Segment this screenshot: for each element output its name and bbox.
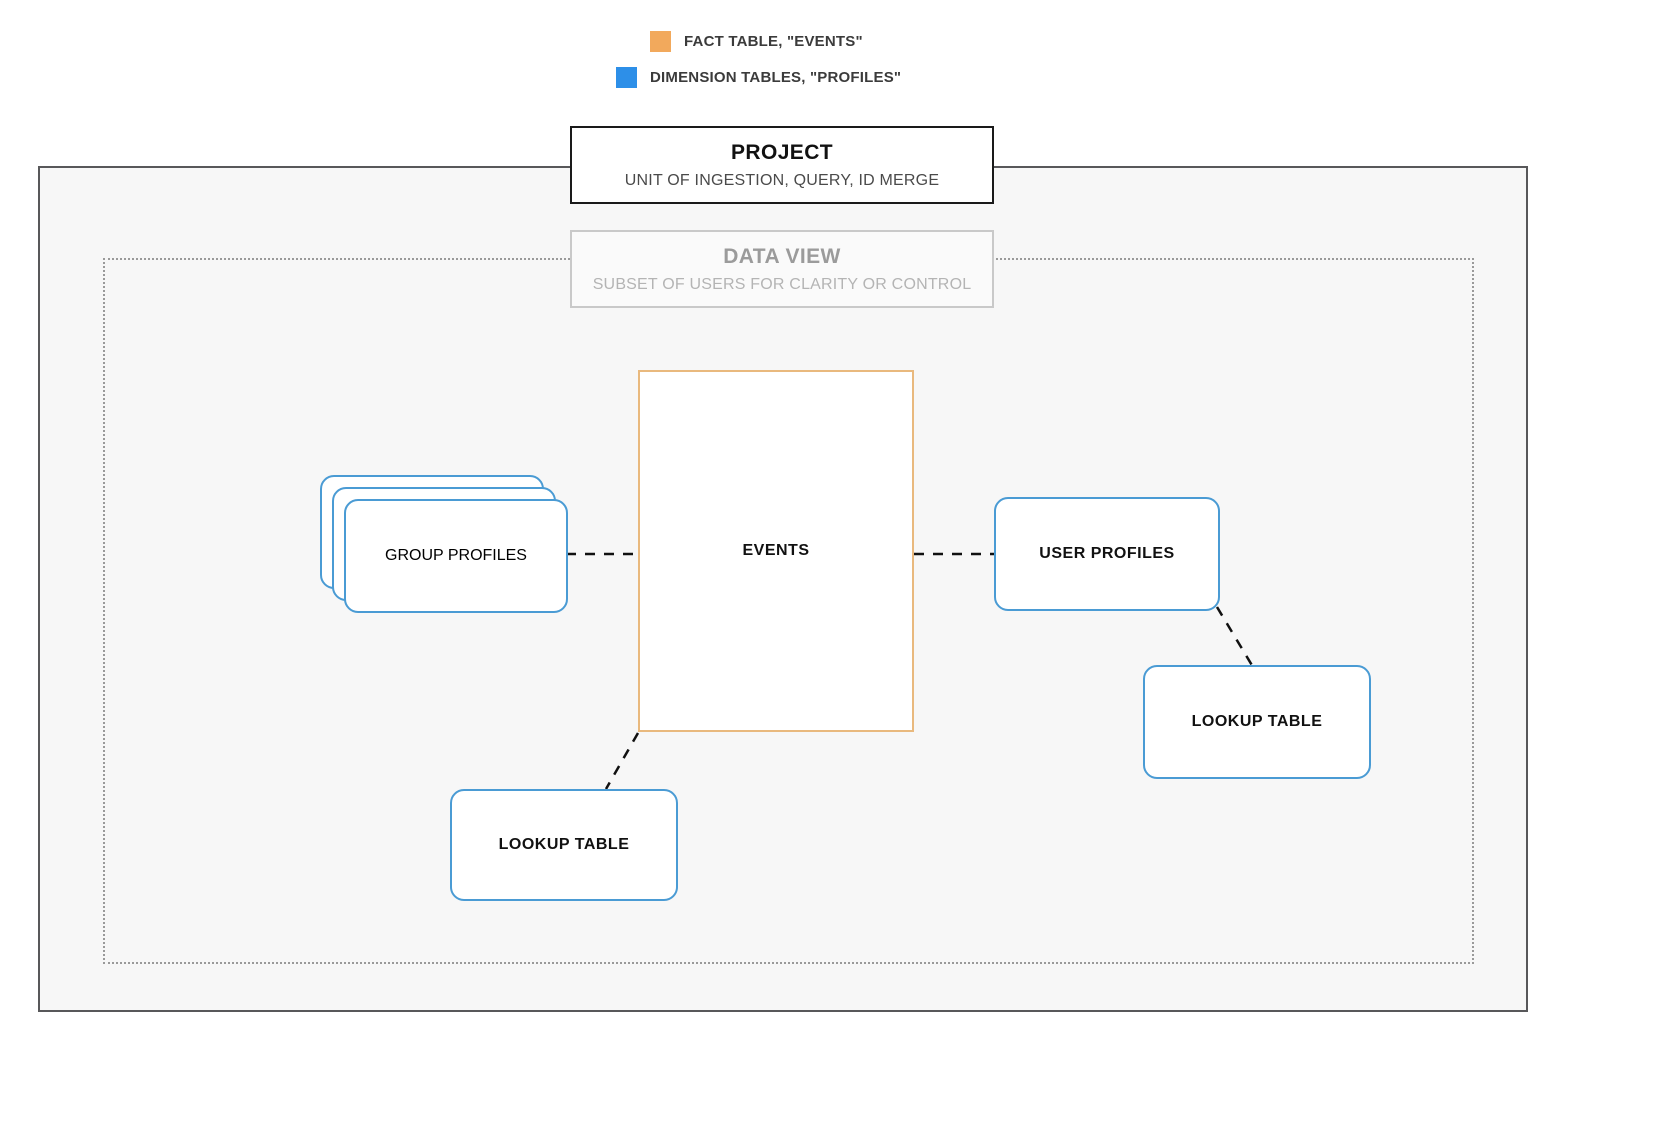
node-events: EVENTS	[638, 370, 914, 732]
dataview-header-box: DATA VIEW SUBSET OF USERS FOR CLARITY OR…	[570, 230, 994, 308]
legend-label-dimension-tables: DIMENSION TABLES, "PROFILES"	[650, 68, 902, 86]
dataview-title: DATA VIEW	[723, 244, 841, 268]
legend-item-fact-table: FACT TABLE, "EVENTS"	[0, 28, 1664, 54]
legend: FACT TABLE, "EVENTS" DIMENSION TABLES, "…	[0, 28, 1664, 100]
node-label-events: EVENTS	[742, 542, 810, 559]
project-title: PROJECT	[731, 140, 833, 164]
node-lookup-table-right: LOOKUP TABLE	[1143, 665, 1371, 779]
legend-label-fact-table: FACT TABLE, "EVENTS"	[684, 32, 863, 50]
node-label-lookup-table-right: LOOKUP TABLE	[1191, 713, 1323, 730]
orange-square-swatch	[650, 30, 671, 52]
node-group-profiles: GROUP PROFILES	[320, 475, 568, 613]
project-header-box: PROJECT UNIT OF INGESTION, QUERY, ID MER…	[570, 126, 994, 204]
group-profiles-card-front: GROUP PROFILES	[344, 499, 568, 613]
project-subtitle: UNIT OF INGESTION, QUERY, ID MERGE	[624, 172, 940, 190]
node-label-group-profiles: GROUP PROFILES	[385, 547, 527, 564]
dataview-subtitle: SUBSET OF USERS FOR CLARITY OR CONTROL	[592, 276, 972, 294]
node-label-lookup-table-left: LOOKUP TABLE	[498, 836, 630, 853]
node-label-user-profiles: USER PROFILES	[1039, 545, 1175, 562]
node-lookup-table-left: LOOKUP TABLE	[450, 789, 678, 901]
node-user-profiles: USER PROFILES	[994, 497, 1220, 611]
blue-square-swatch	[616, 66, 637, 88]
legend-item-dimension-tables: DIMENSION TABLES, "PROFILES"	[0, 64, 1664, 90]
